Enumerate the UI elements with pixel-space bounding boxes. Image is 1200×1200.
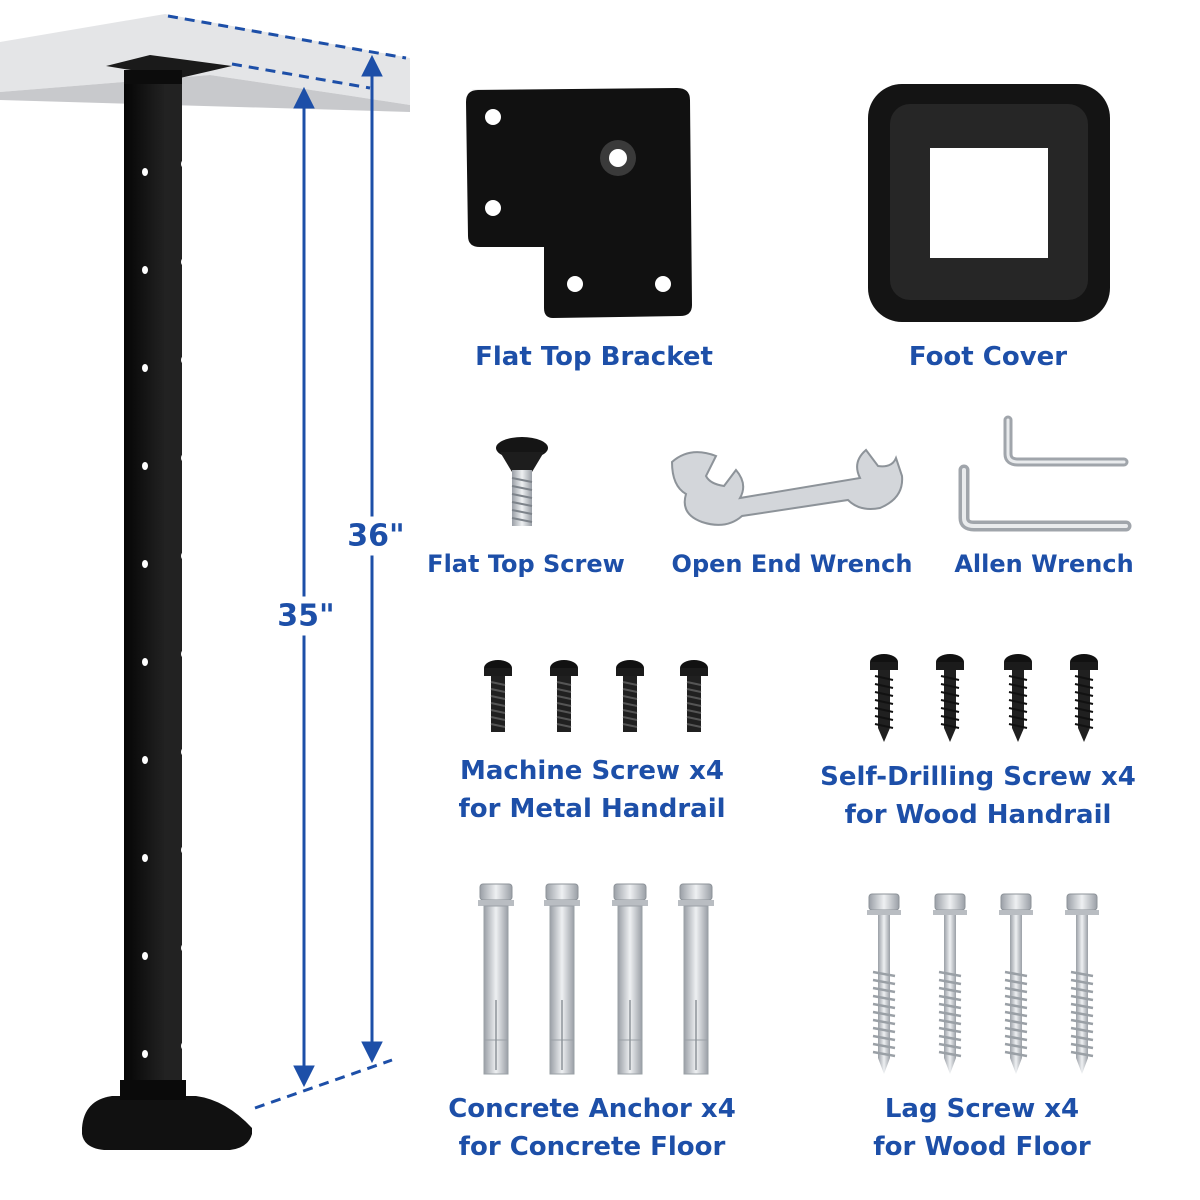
open-end-wrench [670, 448, 904, 526]
concrete-anchors [478, 883, 714, 1075]
lag-screw [933, 893, 967, 1074]
machine-screw [680, 660, 708, 732]
lag-screw [999, 893, 1033, 1074]
label-machine-screw: Machine Screw x4 for Metal Handrail [458, 752, 725, 828]
self-drilling-screw [936, 654, 964, 742]
label-machine-screw-line1: Machine Screw x4 [460, 756, 724, 786]
machine-screw [616, 660, 644, 732]
self-drilling-screw [1070, 654, 1098, 742]
self-drilling-screws [870, 654, 1098, 742]
label-concrete-anchor: Concrete Anchor x4 for Concrete Floor [448, 1090, 736, 1166]
machine-screw [550, 660, 578, 732]
railing-post [82, 55, 252, 1150]
label-flat-top-screw: Flat Top Screw [427, 550, 625, 578]
concrete-anchor [678, 883, 714, 1075]
label-concrete-anchor-line2: for Concrete Floor [458, 1132, 726, 1162]
self-drilling-screw [870, 654, 898, 742]
label-self-drilling-screw-line1: Self-Drilling Screw x4 [820, 762, 1136, 792]
lag-screw [867, 893, 901, 1074]
lag-screws [867, 893, 1099, 1074]
machine-screw [484, 660, 512, 732]
label-open-end-wrench: Open End Wrench [671, 550, 913, 578]
flat-top-bracket [466, 88, 692, 318]
lag-screw [1065, 893, 1099, 1074]
label-self-drilling-screw: Self-Drilling Screw x4 for Wood Handrail [820, 758, 1136, 834]
label-lag-screw-line1: Lag Screw x4 [884, 1094, 1080, 1124]
flat-top-screw [496, 437, 548, 526]
machine-screws [484, 660, 708, 732]
dimension-lines [167, 14, 407, 1110]
concrete-anchor [544, 883, 580, 1075]
self-drilling-screw [1004, 654, 1032, 742]
label-flat-top-bracket: Flat Top Bracket [475, 342, 713, 372]
label-foot-cover: Foot Cover [908, 342, 1068, 372]
dimension-35: 35" [273, 596, 339, 636]
label-allen-wrench: Allen Wrench [954, 550, 1134, 578]
label-self-drilling-screw-line2: for Wood Handrail [844, 800, 1112, 830]
dimension-36: 36" [343, 516, 409, 556]
post-holes [142, 160, 187, 1058]
label-machine-screw-line2: for Metal Handrail [458, 794, 726, 824]
allen-wrench [958, 415, 1132, 532]
label-concrete-anchor-line1: Concrete Anchor x4 [448, 1094, 736, 1124]
label-lag-screw-line2: for Wood Floor [873, 1132, 1091, 1162]
concrete-anchor [478, 883, 514, 1075]
concrete-anchor [612, 883, 648, 1075]
foot-cover [868, 84, 1110, 322]
label-lag-screw: Lag Screw x4 for Wood Floor [873, 1090, 1090, 1166]
